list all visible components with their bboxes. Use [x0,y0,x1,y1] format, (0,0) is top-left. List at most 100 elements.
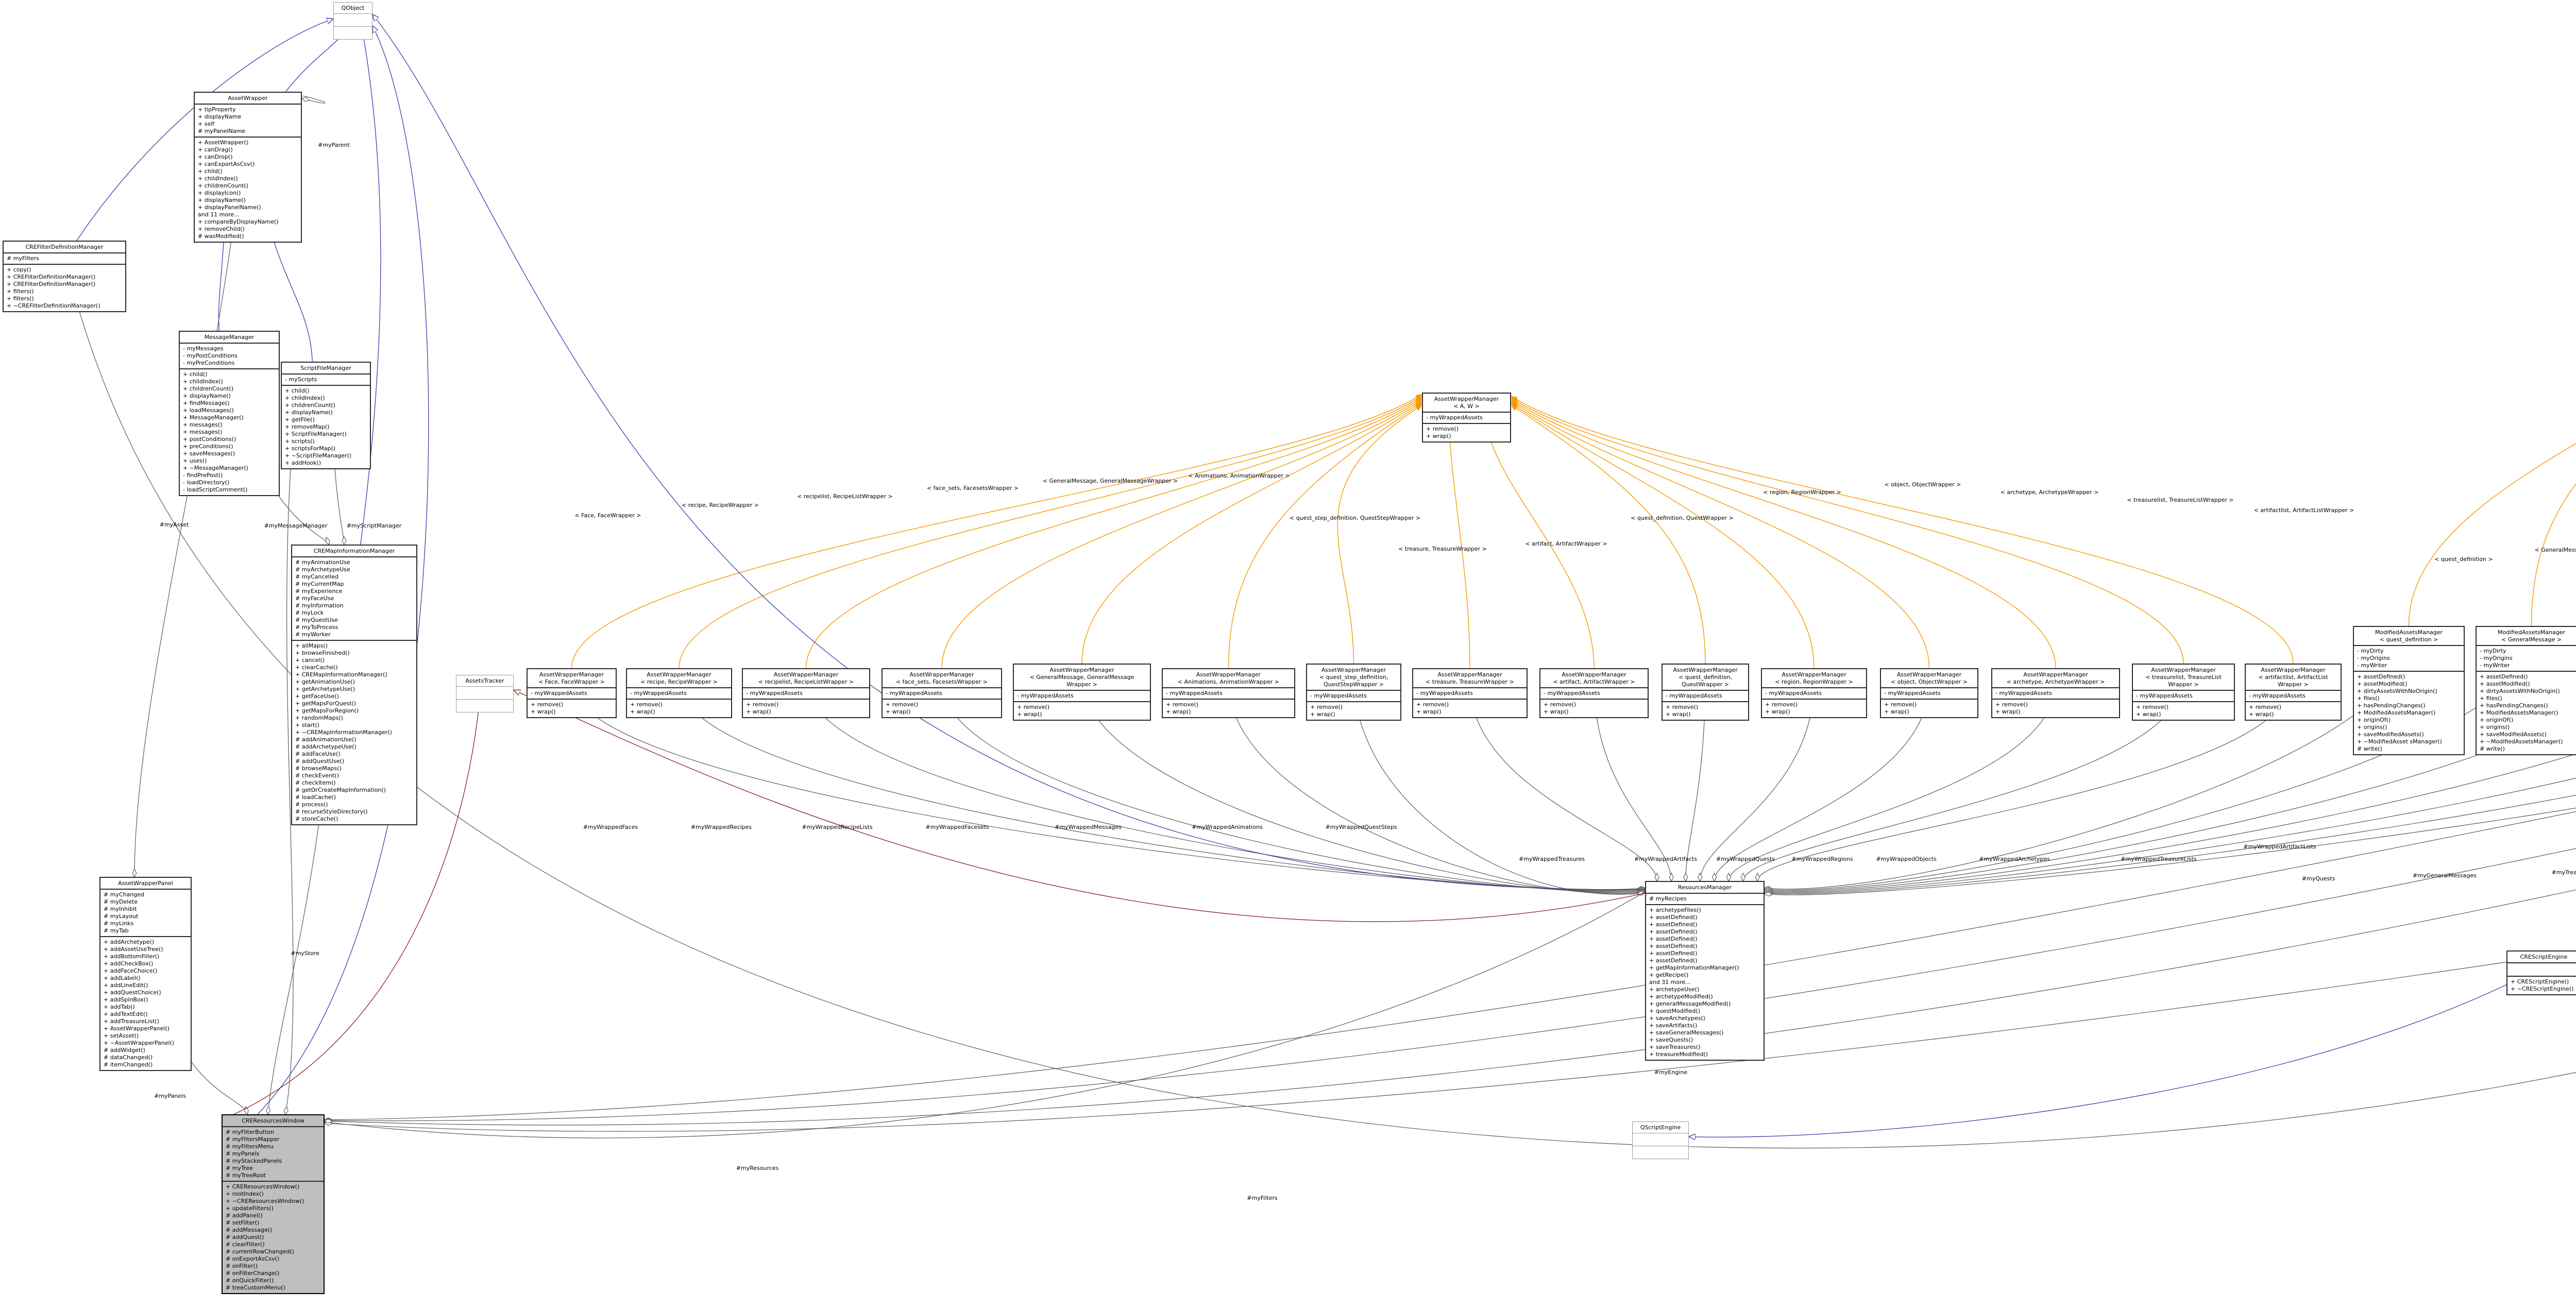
edge-inst-w10-awm_hub [1511,404,1706,664]
member-line: + CREFilterDefinitionManager() [7,274,96,280]
member-line: # loadCache() [295,794,336,801]
class-title-line: < artifactlist, ArtifactList [2258,674,2328,681]
member-line: + postConditions() [183,436,236,443]
class-node-assetstracker[interactable]: AssetsTracker [456,675,514,712]
member-line: + filters() [7,295,34,302]
member-line: + AssetWrapperPanel() [104,1025,170,1032]
member-line: # myTreeRoot [226,1172,266,1179]
edge-label: #myScriptManager [346,522,402,529]
attributes-section: - myDirty- myOrigins- myWriter [2477,646,2576,672]
edge-label: < object, ObjectWrapper > [1884,481,1961,488]
class-node-w10[interactable]: AssetWrapperManager< quest_definition,Qu… [1662,664,1749,721]
member-line: + displayName() [285,409,333,416]
class-node-w13[interactable]: AssetWrapperManager< archetype, Archetyp… [1991,668,2120,718]
class-node-awm_hub[interactable]: AssetWrapperManager< A, W >- myWrappedAs… [1422,393,1511,443]
class-node-w2[interactable]: AssetWrapperManager< recipe, RecipeWrapp… [626,668,732,718]
class-node-w5[interactable]: AssetWrapperManager< GeneralMessage, Gen… [1013,664,1151,721]
member-line: + loadMessages() [183,407,234,414]
edge-label: #myWrappedRecipeLists [802,824,873,830]
member-line: - myWrappedAssets [1884,690,1941,697]
attributes-section: - myWrappedAssets [2133,691,2234,702]
member-line: + ~CREMapInformationManager() [295,729,392,736]
class-node-qobject[interactable]: QObject [333,2,372,40]
class-title: AssetWrapperManager< artifactlist, Artif… [2246,665,2341,691]
edge-inh-creresourceswindow-qobject [257,26,429,1115]
member-line: + getAnimationUse() [295,678,355,685]
member-line: + uses() [183,457,207,464]
member-line: + findMessage() [183,400,230,406]
class-title-line: < treasurelist, TreasureList [2145,674,2222,681]
member-line: + childrenCount() [285,402,336,409]
edge-label: < archetype, ArchetypeWrapper > [2000,489,2099,496]
edge-label: #myWrappedMessages [1055,824,1122,830]
attributes-section: - myScripts [282,375,370,386]
class-node-crefilterdefinitionmanager[interactable]: CREFilterDefinitionManager# myFilters+ c… [3,241,126,312]
member-line: + archetypeUse() [1649,986,1700,993]
class-node-messagemanager[interactable]: MessageManager- myMessages- myPostCondit… [179,331,280,496]
class-node-cremapinformationmanager[interactable]: CREMapInformationManager# myAnimationUse… [291,545,417,825]
class-node-w7[interactable]: AssetWrapperManager< quest_step_definiti… [1306,664,1401,721]
member-line: + saveMessages() [183,450,235,457]
member-line: + saveTreasures() [1649,1044,1701,1050]
member-line: # clearFilter() [226,1241,265,1248]
member-line: - myMessages [183,345,224,352]
member-line: + ~CREFilterDefinitionManager() [7,302,100,309]
member-line: + addAssetUseTree() [104,946,163,953]
class-node-w1[interactable]: AssetWrapperManager< Face, FaceWrapper >… [527,668,617,718]
edge-agg-resourcesmanager-m3 [1765,714,2576,891]
class-title: AssetWrapperManager< recipelist, RecipeL… [743,669,869,688]
member-line: + MessageManager() [183,414,244,421]
member-line: + wrap() [531,708,556,715]
class-node-scriptfilemanager[interactable]: ScriptFileManager- myScripts+ child()+ c… [281,362,371,469]
class-title: MessageManager [180,332,279,344]
class-title-line: < object, ObjectWrapper > [1890,678,1968,685]
class-title-line: AssetWrapperManager [1673,667,1738,673]
member-line: # addQuest() [226,1234,264,1241]
class-node-w9[interactable]: AssetWrapperManager< artifact, ArtifactW… [1539,668,1649,718]
member-line: # myTree [226,1165,253,1171]
class-node-creresourceswindow[interactable]: CREResourcesWindow# myFilterButton# myFi… [222,1114,325,1294]
member-line: - myScripts [285,376,317,383]
methods-section: + child()+ childIndex()+ childrenCount()… [282,386,370,468]
member-line: + wrap() [1765,708,1790,715]
member-line: # write() [2480,745,2505,752]
class-node-m1[interactable]: ModifiedAssetsManager< quest_definition … [2353,626,2465,755]
class-title-line: AssetWrapperManager [909,671,974,678]
class-title: AssetWrapperManager< archetype, Archetyp… [1992,669,2119,688]
class-node-w14[interactable]: AssetWrapperManager< treasurelist, Treas… [2132,664,2235,721]
member-line: + assetDefined() [1649,950,1698,957]
class-node-w8[interactable]: AssetWrapperManager< treasure, TreasureW… [1412,668,1528,718]
class-node-crescriptengine[interactable]: CREScriptEngine+ CREScriptEngine()+ ~CRE… [2506,950,2576,995]
edge-inh-crescriptengine-qscriptengine [1689,973,2529,1137]
member-line: + getRecipe() [1649,972,1689,978]
class-title-line: AssetWrapperManager [1562,671,1626,678]
member-line: + start() [295,722,319,728]
class-title-line: < quest_definition > [2379,636,2438,643]
member-line: - myWriter [2357,662,2387,669]
edge-inst-w4-awm_hub [941,399,1422,669]
class-node-assetwrapper[interactable]: AssetWrapper+ tipProperty+ displayName+ … [194,92,302,243]
edge-inst-w1-awm_hub [571,394,1422,669]
member-line: # browseMaps() [295,765,342,772]
methods-section: + remove()+ wrap() [627,700,731,717]
member-line: - myWrappedAssets [1666,692,1722,699]
member-line: # onQuickFilter() [226,1277,274,1284]
class-node-resourcesmanager[interactable]: ResourcesManager# myRecipes+ archetypeFi… [1645,881,1765,1061]
class-node-assetwrapperpanel[interactable]: AssetWrapperPanel# myChanged# myDelete# … [99,877,192,1071]
class-node-w6[interactable]: AssetWrapperManager< Animations, Animati… [1162,668,1295,718]
member-line: + hasPendingChanges() [2480,702,2548,709]
class-node-w15[interactable]: AssetWrapperManager< artifactlist, Artif… [2245,664,2342,721]
edge-label: < Face, FaceWrapper > [574,512,641,519]
member-line: + displayName() [198,197,246,203]
edge-label: #myStore [291,950,319,957]
member-line: + remove() [1884,701,1917,708]
class-node-w4[interactable]: AssetWrapperManager< face_sets, Facesets… [882,668,1002,718]
class-node-w12[interactable]: AssetWrapperManager< object, ObjectWrapp… [1880,668,1978,718]
member-line: + ScriptFileManager() [285,431,347,437]
class-node-w11[interactable]: AssetWrapperManager< region, RegionWrapp… [1761,668,1867,718]
class-node-m2[interactable]: ModifiedAssetsManager< GeneralMessage >-… [2476,626,2576,755]
class-node-w3[interactable]: AssetWrapperManager< recipelist, RecipeL… [742,668,870,718]
attributes-section: - myWrappedAssets [1540,688,1648,700]
class-node-qscriptengine[interactable]: QScriptEngine [1632,1122,1689,1159]
